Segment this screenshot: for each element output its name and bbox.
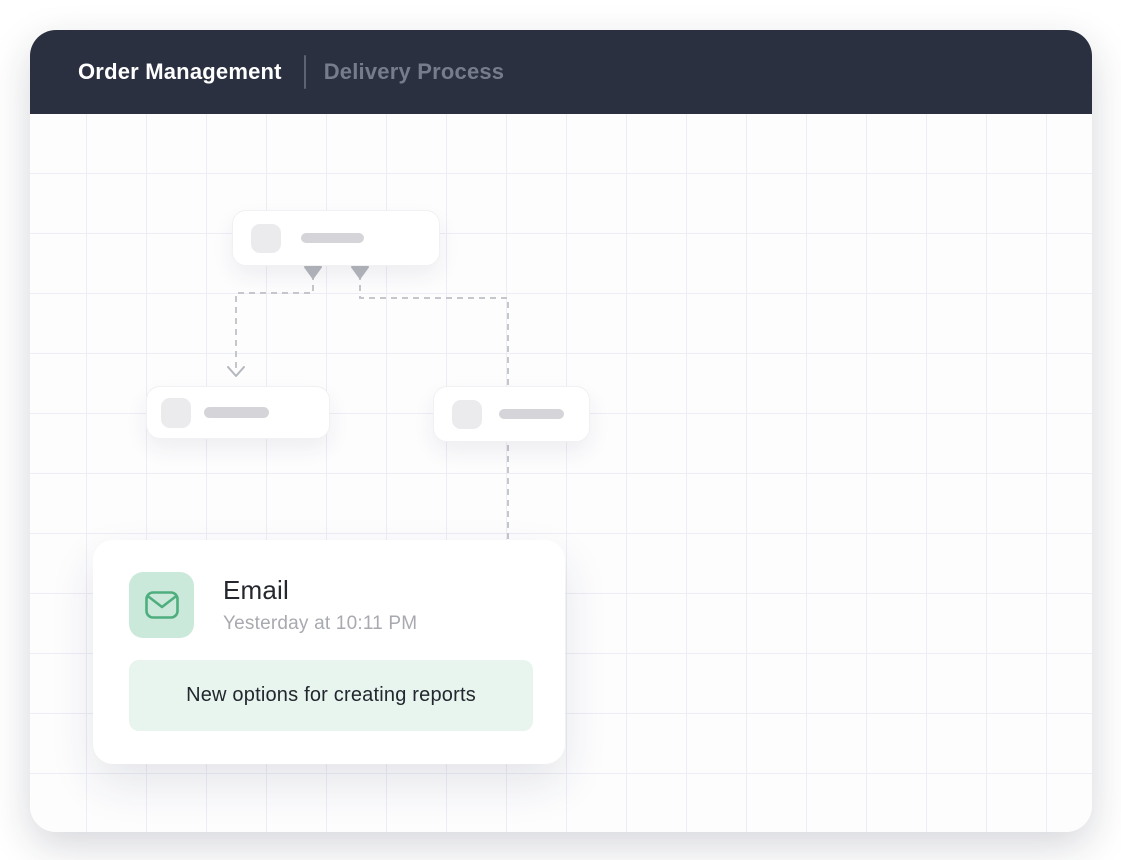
workflow-node-trigger[interactable] — [232, 210, 440, 266]
skeleton-text-bar — [499, 409, 564, 419]
workflow-node-branch-right[interactable] — [433, 386, 590, 442]
app-window: Order Management Delivery Process — [30, 30, 1092, 832]
header-divider — [303, 55, 306, 89]
app-placeholder-icon — [161, 397, 191, 428]
skeleton-text-bar — [204, 407, 269, 418]
email-card-titles: Email Yesterday at 10:11 PM — [223, 575, 417, 635]
envelope-icon — [144, 591, 179, 619]
email-card-header: Email Yesterday at 10:11 PM — [129, 572, 529, 638]
header-title-order-management[interactable]: Order Management — [78, 59, 282, 84]
app-placeholder-icon — [452, 399, 482, 429]
email-card-timestamp: Yesterday at 10:11 PM — [223, 613, 418, 634]
skeleton-text-bar — [301, 233, 364, 243]
email-icon-container — [129, 572, 194, 638]
branch-marker-down-triangle — [351, 266, 369, 279]
branch-marker-down-triangle — [304, 266, 322, 279]
connector-lines — [227, 266, 509, 540]
arrowhead-chevron-down — [227, 366, 245, 377]
email-message-preview: New options for creating reports — [129, 660, 533, 731]
workflow-canvas: Email Yesterday at 10:11 PM New options … — [30, 114, 1092, 832]
workflow-node-branch-left[interactable] — [146, 386, 330, 439]
app-header: Order Management Delivery Process — [30, 30, 1092, 114]
email-notification-card[interactable]: Email Yesterday at 10:11 PM New options … — [93, 540, 565, 764]
app-placeholder-icon — [251, 223, 281, 253]
header-subtitle-delivery-process[interactable]: Delivery Process — [323, 59, 505, 84]
email-card-title: Email — [223, 575, 290, 605]
